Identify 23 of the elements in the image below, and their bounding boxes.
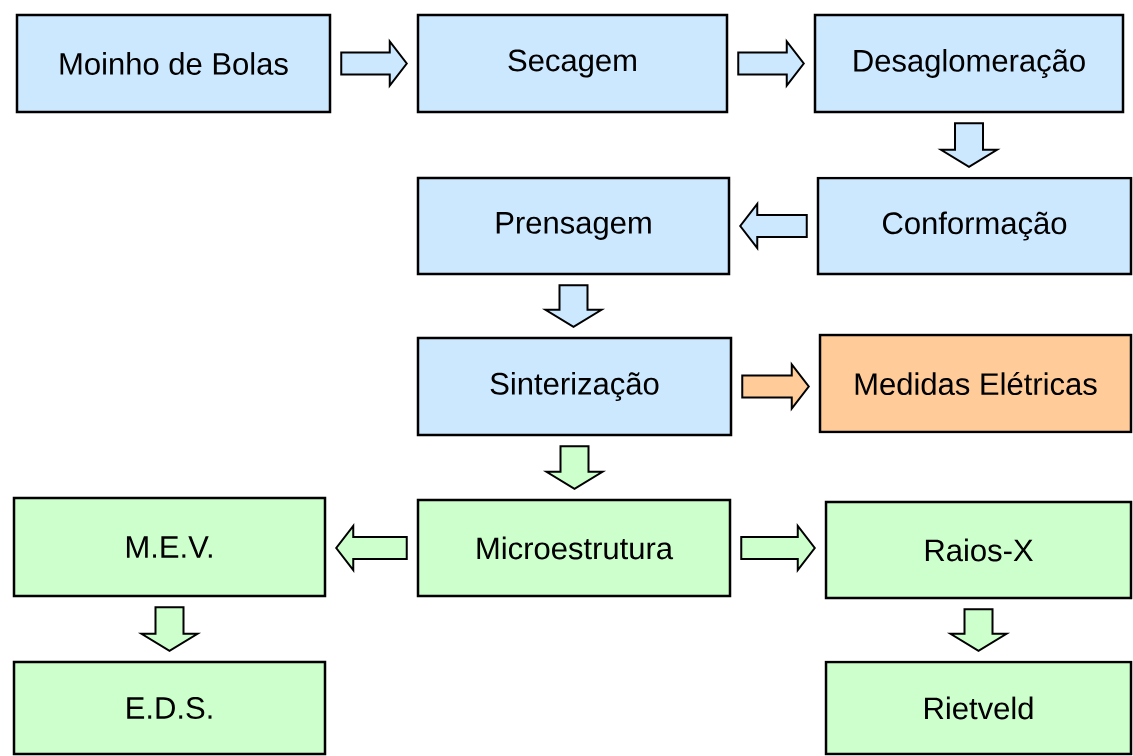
process-box: Prensagem xyxy=(416,176,731,276)
block-arrow xyxy=(937,122,1001,168)
block-arrow xyxy=(137,606,202,652)
process-box: M.E.V. xyxy=(12,496,327,598)
process-box: Raios-X xyxy=(824,500,1133,600)
process-box: Medidas Elétricas xyxy=(818,333,1133,434)
process-box: Moinho de Bolas xyxy=(15,13,332,114)
process-box: Sinterização xyxy=(416,336,733,437)
block-arrow xyxy=(335,523,408,573)
process-box: Rietveld xyxy=(824,660,1133,756)
block-arrow xyxy=(740,523,817,573)
block-arrow xyxy=(542,445,607,490)
process-box: Microestrutura xyxy=(416,498,732,598)
block-arrow xyxy=(741,361,811,412)
block-arrow xyxy=(946,608,1011,652)
process-box: Conformação xyxy=(816,176,1133,276)
process-box: Secagem xyxy=(416,13,729,114)
process-box: E.D.S. xyxy=(12,660,327,756)
block-arrow xyxy=(739,201,808,251)
block-arrow xyxy=(737,38,806,89)
block-arrow xyxy=(340,38,408,89)
block-arrow xyxy=(541,284,606,328)
process-box: Desaglomeração xyxy=(813,13,1125,114)
